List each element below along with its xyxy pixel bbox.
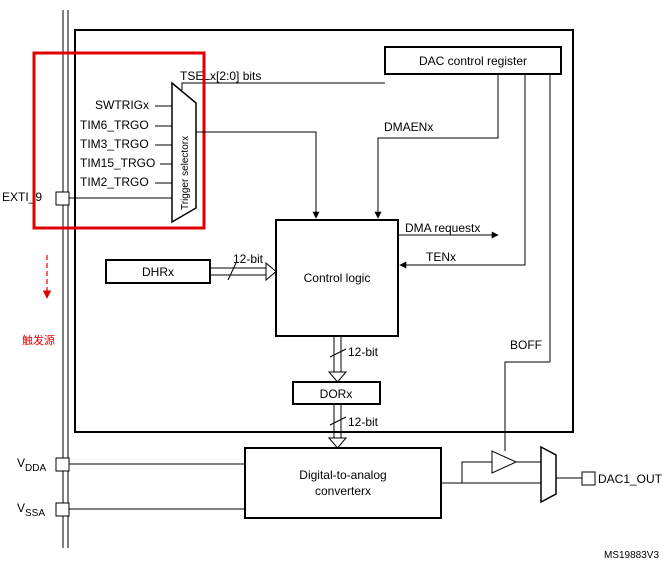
- bits12-a-label: 12-bit: [233, 252, 264, 266]
- vssa-pin: [55, 502, 70, 517]
- output-switch-mux: [540, 445, 557, 504]
- tim6-label: TIM6_TRGO: [80, 118, 149, 132]
- dac-channel-block: [74, 29, 574, 433]
- control-logic-label: Control logic: [304, 271, 371, 285]
- tsel-line: [181, 82, 385, 90]
- tim3-label: TIM3_TRGO: [80, 137, 149, 151]
- boff-to-buffer-line: [504, 361, 550, 451]
- dmaen-label: DMAENx: [384, 120, 433, 134]
- trigger-source-note: 触发源: [22, 333, 55, 347]
- dac-converter-line2: converterx: [315, 484, 371, 498]
- control-logic-box: [275, 219, 399, 337]
- tim2-label: TIM2_TRGO: [80, 175, 149, 189]
- dac-out-label: DAC1_OUT: [598, 472, 663, 486]
- dac-converter-box: [244, 447, 442, 519]
- buffer-input-line: [461, 461, 492, 483]
- dac-converter-line1: Digital-to-analog: [299, 468, 386, 482]
- vssa-label-sub: SSA: [25, 508, 45, 519]
- dor-to-dac-arrowhead: [327, 437, 348, 449]
- dac-out-pin: [581, 471, 596, 486]
- dor-register-box: [292, 381, 381, 405]
- dac-control-register-box: [384, 46, 562, 75]
- ten-label: TENx: [426, 250, 456, 264]
- tsel-label: TSELx[2:0] bits: [180, 69, 261, 83]
- bits12-c-label: 12-bit: [348, 415, 379, 429]
- vdda-label-sub: DDA: [25, 463, 46, 474]
- boff-label: BOFF: [510, 338, 542, 352]
- dor-to-dac-slash: [329, 416, 347, 426]
- output-buffer-amplifier: [491, 450, 518, 474]
- exti-pin: [55, 191, 70, 206]
- control-to-dor-arrowhead: [327, 371, 348, 383]
- vssa-label-main: V: [17, 501, 25, 515]
- control-to-dor-slash: [329, 348, 347, 358]
- ten-line: [399, 74, 526, 269]
- bits12-b-label: 12-bit: [348, 345, 379, 359]
- vdda-pin: [55, 457, 70, 472]
- dhr-bus-slash: [227, 262, 237, 281]
- dma-request-label: DMA requestx: [405, 221, 480, 235]
- vdda-label-main: V: [17, 456, 25, 470]
- dhr-register-box: [105, 259, 211, 284]
- dor-label: DORx: [320, 387, 353, 401]
- dhr-label: DHRx: [142, 265, 174, 279]
- swtrig-label: SWTRIGx: [95, 98, 149, 112]
- dhr-bus-arrowhead: [265, 261, 277, 282]
- figure-id: MS19883V3: [604, 550, 659, 561]
- dac-control-register-label: DAC control register: [419, 54, 527, 68]
- tim15-label: TIM15_TRGO: [80, 156, 155, 170]
- exti-label: EXTI_9: [2, 190, 42, 204]
- trigger-selector-mux: [171, 81, 197, 224]
- trigger-source-highlight: [32, 51, 206, 230]
- dmaen-line: [374, 74, 499, 219]
- trigger-selector-label: Trigger selectorx: [180, 136, 191, 210]
- selector-to-control-line: [196, 131, 320, 219]
